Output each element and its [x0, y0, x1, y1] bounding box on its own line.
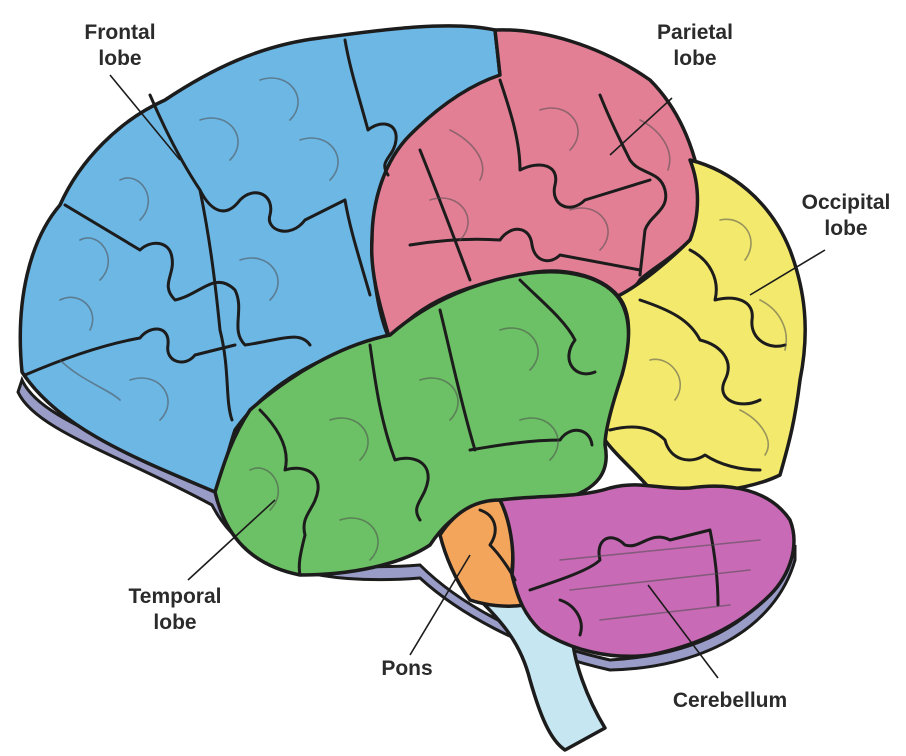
- cerebellum-label: Cerebellum: [660, 688, 800, 714]
- temporal-lobe-label-line2: lobe: [110, 610, 240, 636]
- frontal-lobe-label: Frontal lobe: [70, 20, 170, 72]
- parietal-lobe-label-line2: lobe: [640, 46, 750, 72]
- occipital-lobe-label-line1: Occipital: [790, 190, 902, 216]
- pons-label-text: Pons: [362, 656, 452, 682]
- parietal-lobe-label: Parietal lobe: [640, 20, 750, 72]
- pons-label: Pons: [362, 656, 452, 682]
- cerebellum-label-text: Cerebellum: [660, 688, 800, 714]
- temporal-lobe-label: Temporal lobe: [110, 584, 240, 636]
- frontal-lobe-label-line1: Frontal: [70, 20, 170, 46]
- temporal-lobe-label-line1: Temporal: [110, 584, 240, 610]
- parietal-lobe-label-line1: Parietal: [640, 20, 750, 46]
- occipital-lobe-label: Occipital lobe: [790, 190, 902, 242]
- occipital-lobe-label-line2: lobe: [790, 216, 902, 242]
- frontal-lobe-label-line2: lobe: [70, 46, 170, 72]
